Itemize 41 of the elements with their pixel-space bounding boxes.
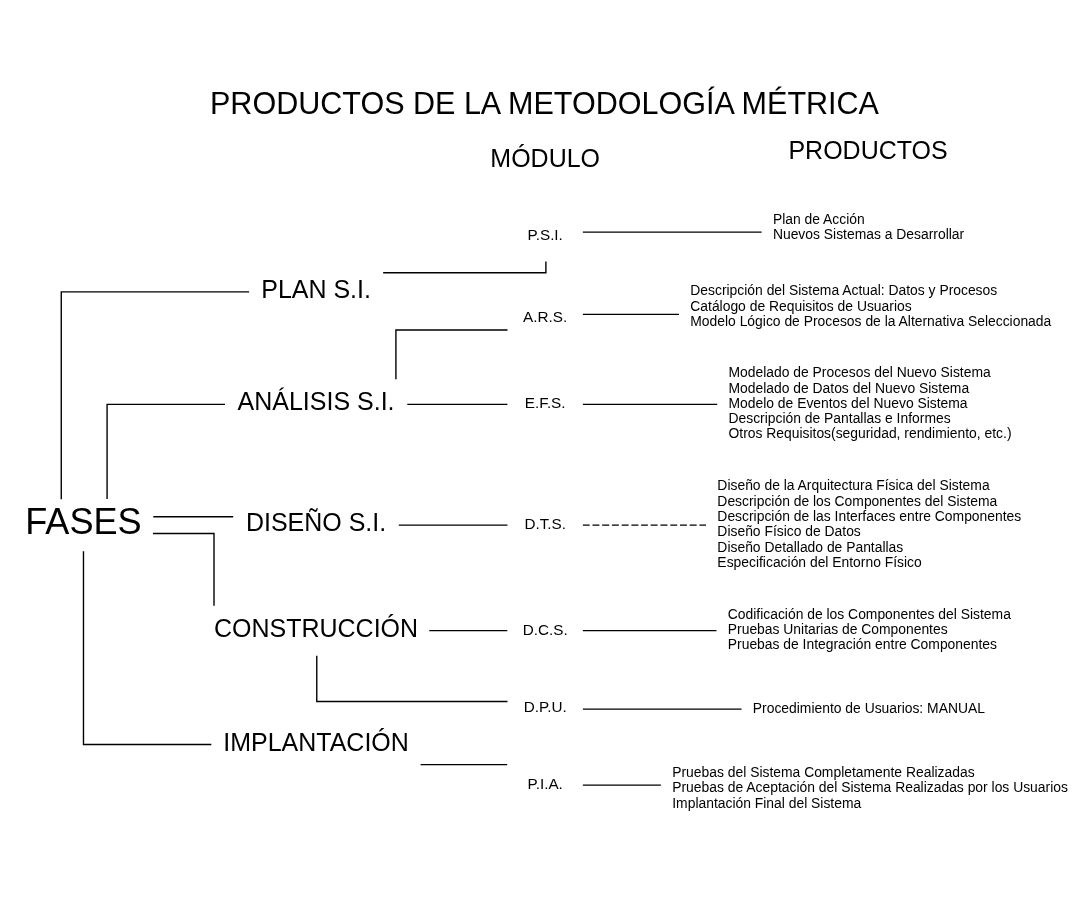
diagram-title: PRODUCTOS DE LA METODOLOGÍA MÉTRICA	[210, 85, 879, 120]
node-text: Pruebas del Sistema Completamente Realizadas Pruebas de Aceptación del Sistema Realizadas por los Usuarios Implantación Final del Sistema	[672, 764, 1068, 811]
connector	[582, 708, 743, 710]
node-text: Diseño de la Arquitectura Física del Sistema Descripción de los Componentes del Sistema Descripción de las Interfaces entre Componentes Diseño Físico de Datos Diseño Detallado de Pantallas Especificación del Entorno Físico	[717, 477, 1022, 570]
node-text: A.R.S.	[523, 308, 568, 326]
node-text: Procedimiento de Usuarios: MANUAL	[752, 700, 985, 717]
connector	[582, 231, 763, 233]
node-text: P.I.A.	[527, 774, 563, 792]
label: PRODUCTOS	[788, 136, 948, 165]
node-text: Descripción del Sistema Actual: Datos y Procesos Catálogo de Requisitos de Usuarios Modelo Lógico de Procesos de la Alternativa Seleccionada	[690, 282, 1052, 329]
connector	[82, 550, 213, 746]
connector	[316, 655, 509, 703]
node-text: Plan de Acción Nuevos Sistemas a Desarrollar	[772, 210, 965, 243]
connector	[395, 329, 509, 380]
node-text: D.T.S.	[524, 515, 566, 533]
node-text: CONSTRUCCIÓN	[214, 613, 419, 642]
connector	[582, 629, 718, 632]
connector	[419, 764, 508, 766]
node-text: PLAN S.I.	[261, 274, 371, 303]
node-text: P.S.I.	[527, 226, 563, 244]
node-text: IMPLANTACIÓN	[223, 727, 409, 756]
connector	[582, 313, 680, 316]
node-text: DISEÑO S.I.	[245, 508, 387, 537]
connector	[582, 403, 718, 406]
connector	[406, 403, 509, 406]
node-text: E.F.S.	[524, 394, 566, 412]
node-text: Modelado de Procesos del Nuevo Sistema Modelado de Datos del Nuevo Sistema Modelo de Eventos del Nuevo Sistema Descripción de Pantallas e Informes Otros Requisitos(seguridad, rendimiento, etc.)	[728, 364, 1012, 442]
connector	[398, 524, 509, 526]
node-text: D.C.S.	[522, 620, 568, 638]
connector	[428, 629, 509, 632]
node-text: D.P.U.	[523, 698, 567, 716]
node-text: FASES	[25, 500, 142, 542]
label: MÓDULO	[490, 144, 601, 173]
connector	[60, 291, 250, 500]
connector	[582, 524, 707, 526]
node-text: Codificación de los Componentes del Sistema Pruebas Unitarias de Componentes Pruebas de Integración entre Componentes	[727, 605, 1011, 653]
node-text: ANÁLISIS S.I.	[237, 387, 395, 416]
connector	[152, 516, 234, 518]
connector	[582, 784, 662, 786]
connector	[106, 403, 226, 500]
connector	[152, 532, 215, 607]
